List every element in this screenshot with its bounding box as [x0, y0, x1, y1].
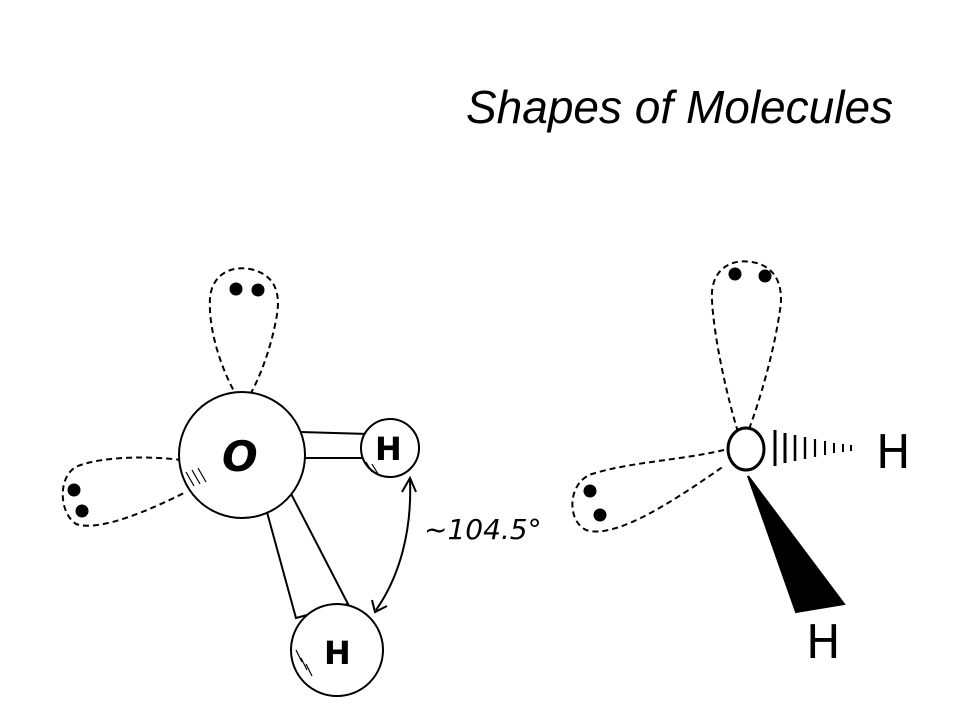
electron-dot [251, 283, 265, 297]
shading-marks [185, 467, 207, 487]
electron-dot [67, 483, 81, 497]
bond-oh-right [299, 431, 369, 459]
hydrogen-atom-bottom [290, 603, 384, 697]
shading-marks [295, 649, 313, 677]
lone-pair-lobe-top [710, 260, 782, 433]
oxygen-atom [726, 426, 766, 472]
ball-and-stick-model: O H H ~104.5° [61, 267, 542, 697]
electron-dot [728, 267, 742, 281]
hydrogen-label-bottom: H [324, 634, 351, 672]
wedge-bond [747, 475, 846, 614]
shading-marks [365, 461, 379, 475]
arrowhead-bottom [371, 599, 388, 614]
bond-angle-label: ~104.5° [424, 513, 542, 546]
hashed-bond [773, 430, 852, 466]
electron-dot [593, 508, 607, 522]
hydrogen-atom-right [360, 418, 420, 478]
hydrogen-label-right: H [876, 425, 911, 479]
wedge-dash-model: H H [571, 260, 911, 669]
electron-dot [75, 504, 89, 518]
bond-angle-arc [375, 479, 412, 611]
electron-dot [758, 269, 772, 283]
hydrogen-label-right: H [375, 430, 402, 468]
oxygen-atom [178, 391, 306, 519]
lone-pair-lobe-top [208, 267, 279, 399]
lone-pair-lobe-left [571, 449, 725, 533]
slide-title: Shapes of Molecules [466, 81, 894, 133]
electron-dot [583, 484, 597, 498]
lone-pair-lobe-left [61, 456, 187, 527]
electron-dot [229, 282, 243, 296]
oxygen-label: O [222, 432, 258, 481]
hydrogen-label-bottom: H [806, 615, 841, 669]
arrowhead-top [401, 475, 417, 493]
